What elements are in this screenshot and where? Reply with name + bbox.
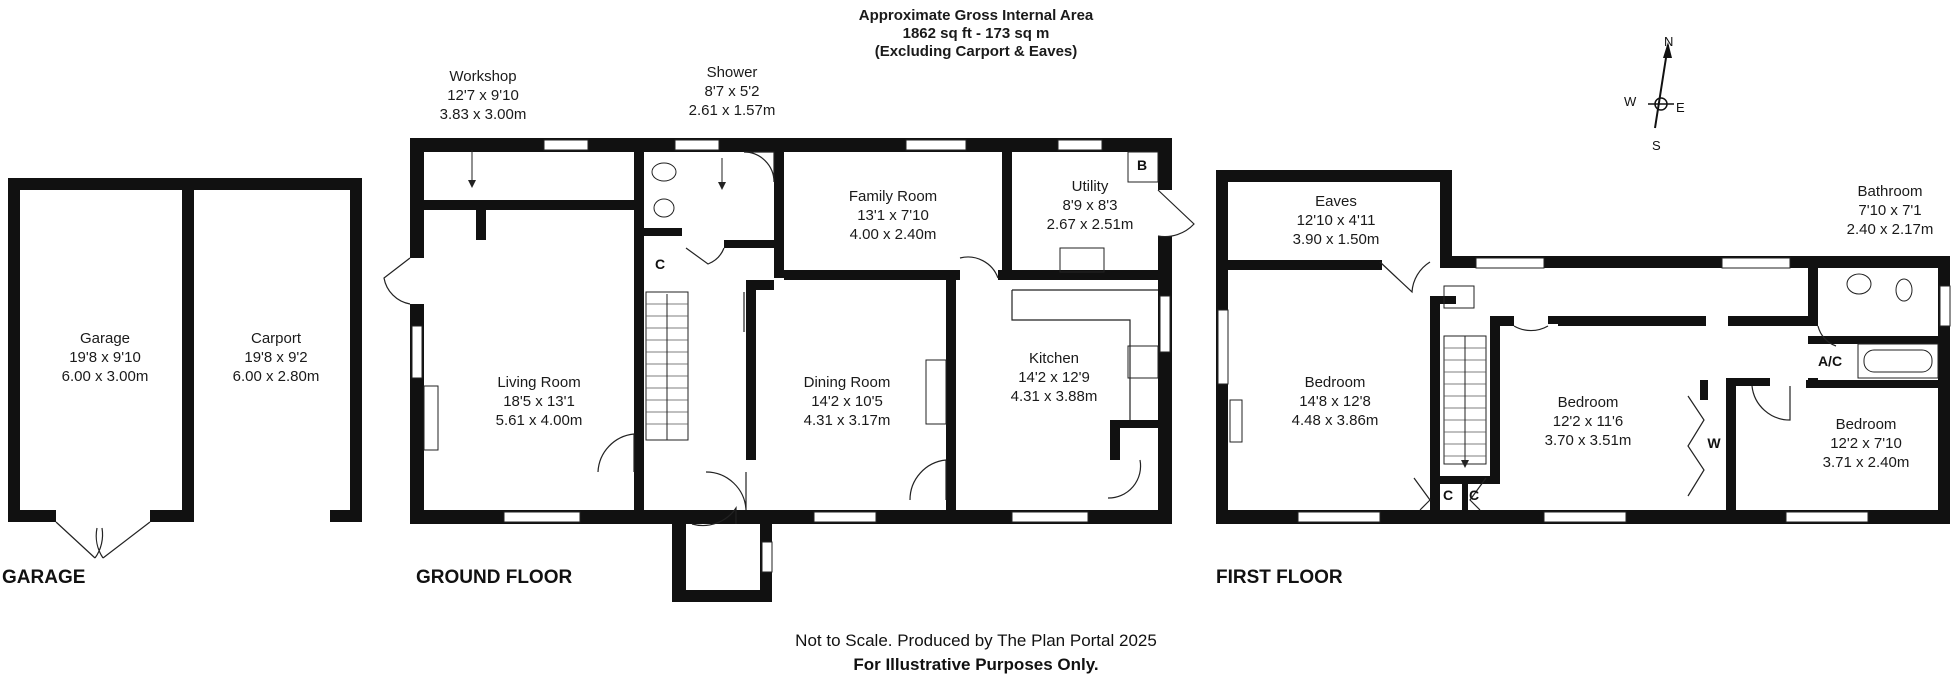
dining-room-imperial: 14'2 x 10'5 xyxy=(811,393,883,410)
dining-room-metric: 4.31 x 3.17m xyxy=(804,412,891,429)
footer-scale-note: Not to Scale. Produced by The Plan Porta… xyxy=(795,631,1157,650)
area-total: 1862 sq ft - 173 sq m xyxy=(903,25,1050,42)
area-title: Approximate Gross Internal Area xyxy=(859,7,1094,24)
first-doors xyxy=(1229,261,1939,511)
carport-metric: 6.00 x 2.80m xyxy=(233,368,320,385)
boiler-mark: B xyxy=(1137,157,1147,173)
carport-label: Carport xyxy=(251,330,302,347)
living-room-label: Living Room xyxy=(497,374,580,391)
wardrobe-mark: W xyxy=(1707,435,1721,451)
cupboard-mark-first-2: C xyxy=(1469,487,1479,503)
ground-windows xyxy=(411,139,1171,573)
first-floor-label: FIRST FLOOR xyxy=(1216,567,1343,588)
ground-floor-label: GROUND FLOOR xyxy=(416,567,572,588)
bedroom-3-label: Bedroom xyxy=(1836,416,1897,433)
cupboard-mark-first-1: C xyxy=(1443,487,1453,503)
family-room-label: Family Room xyxy=(849,188,937,205)
svg-text:W: W xyxy=(1624,94,1637,109)
workshop-imperial: 12'7 x 9'10 xyxy=(447,87,519,104)
svg-text:N: N xyxy=(1664,34,1673,49)
svg-text:E: E xyxy=(1676,100,1685,115)
workshop-metric: 3.83 x 3.00m xyxy=(440,106,527,123)
eaves-metric: 3.90 x 1.50m xyxy=(1293,231,1380,248)
bathroom-label: Bathroom xyxy=(1857,183,1922,200)
eaves-label: Eaves xyxy=(1315,193,1357,210)
bedroom-2-imperial: 12'2 x 11'6 xyxy=(1553,413,1624,430)
kitchen-metric: 4.31 x 3.88m xyxy=(1011,388,1098,405)
bedroom-2-metric: 3.70 x 3.51m xyxy=(1545,432,1632,449)
bathroom-imperial: 7'10 x 7'1 xyxy=(1858,202,1921,219)
compass-icon: N S E W xyxy=(1624,34,1685,153)
shower-imperial: 8'7 x 5'2 xyxy=(705,83,760,100)
first-windows xyxy=(1217,257,1951,523)
kitchen-label: Kitchen xyxy=(1029,350,1079,367)
svg-text:S: S xyxy=(1652,138,1661,153)
shower-metric: 2.61 x 1.57m xyxy=(689,102,776,119)
family-room-imperial: 13'1 x 7'10 xyxy=(857,207,929,224)
utility-imperial: 8'9 x 8'3 xyxy=(1063,197,1118,214)
airing-cupboard-mark: A/C xyxy=(1818,353,1842,369)
bedroom-3-metric: 3.71 x 2.40m xyxy=(1823,454,1910,471)
living-room-metric: 5.61 x 4.00m xyxy=(496,412,583,429)
footer-disclaimer: For Illustrative Purposes Only. xyxy=(853,655,1098,674)
bedroom-1-label: Bedroom xyxy=(1305,374,1366,391)
garage-block xyxy=(8,178,362,559)
garage-metric: 6.00 x 3.00m xyxy=(62,368,149,385)
ground-doors xyxy=(383,150,1195,527)
family-room-metric: 4.00 x 2.40m xyxy=(850,226,937,243)
garage-imperial: 19'8 x 9'10 xyxy=(69,349,141,366)
area-note: (Excluding Carport & Eaves) xyxy=(875,43,1078,60)
bedroom-1-imperial: 14'8 x 12'8 xyxy=(1299,393,1371,410)
bathroom-metric: 2.40 x 2.17m xyxy=(1847,221,1934,238)
utility-metric: 2.67 x 2.51m xyxy=(1047,216,1134,233)
living-room-imperial: 18'5 x 13'1 xyxy=(503,393,575,410)
shower-label: Shower xyxy=(707,64,758,81)
carport-imperial: 19'8 x 9'2 xyxy=(244,349,307,366)
utility-label: Utility xyxy=(1072,178,1109,195)
bedroom-2-label: Bedroom xyxy=(1558,394,1619,411)
kitchen-imperial: 14'2 x 12'9 xyxy=(1018,369,1090,386)
dining-room-label: Dining Room xyxy=(804,374,891,391)
cupboard-mark-ground: C xyxy=(655,256,665,272)
eaves-imperial: 12'10 x 4'11 xyxy=(1297,212,1376,229)
bedroom-3-imperial: 12'2 x 7'10 xyxy=(1830,435,1902,452)
garage-label: Garage xyxy=(80,330,130,347)
workshop-label: Workshop xyxy=(449,68,516,85)
bedroom-1-metric: 4.48 x 3.86m xyxy=(1292,412,1379,429)
garage-floor-label: GARAGE xyxy=(2,567,85,588)
